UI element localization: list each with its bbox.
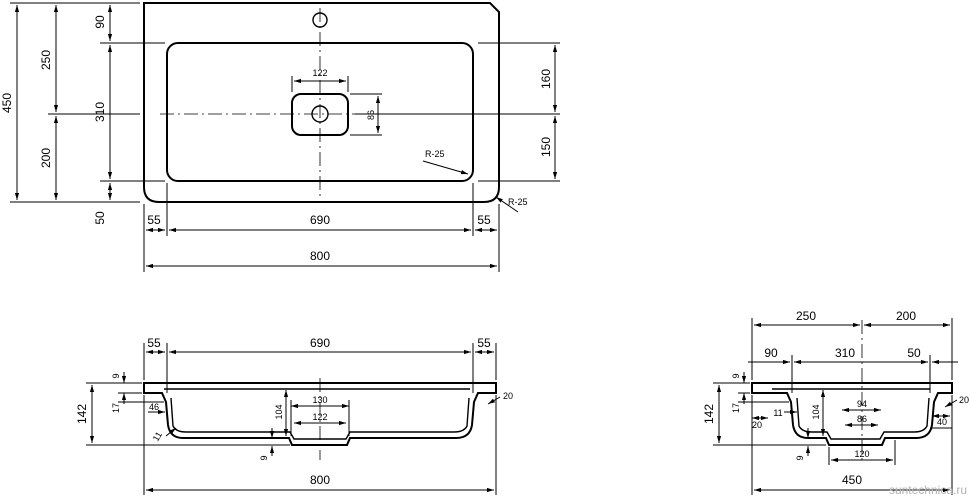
dim-front-9-bottom: 9: [259, 455, 269, 460]
dim-side-17: 17: [731, 403, 741, 413]
side-section-view: 250 200 90 310 50 142 9 17 20 11 9 104 9…: [702, 309, 969, 495]
dim-front-122: 122: [312, 412, 327, 422]
dim-front-46: 46: [149, 402, 159, 412]
dim-front-20: 20: [503, 391, 513, 401]
dim-side-310: 310: [835, 346, 855, 360]
dim-plan-55-right: 55: [477, 213, 491, 227]
dim-side-90: 90: [764, 346, 778, 360]
dim-side-94: 94: [857, 399, 867, 409]
front-section-view: 55 690 55 142 9 17 46 11 9 104 130 122 2…: [75, 336, 513, 495]
dim-front-11: 11: [151, 430, 164, 443]
radius-inner-label: R-25: [425, 149, 445, 159]
dim-front-104: 104: [274, 404, 284, 419]
dim-plan-310: 310: [93, 102, 107, 122]
dim-side-9-top: 9: [731, 373, 741, 378]
plan-view: 450 250 200 90 310 50 160 150 122 86 R-2…: [0, 2, 560, 272]
dim-side-104: 104: [811, 404, 821, 419]
dim-plan-250: 250: [39, 50, 53, 70]
dim-side-86: 86: [857, 414, 867, 424]
dim-plan-drain-86: 86: [366, 110, 376, 120]
dim-side-450: 450: [842, 473, 862, 487]
dim-side-40: 40: [937, 417, 947, 427]
dim-front-800: 800: [310, 473, 330, 487]
dim-plan-200: 200: [39, 148, 53, 168]
dim-front-55-right: 55: [477, 336, 491, 350]
dim-plan-690: 690: [310, 213, 330, 227]
dim-side-200: 200: [896, 309, 916, 323]
dim-front-690: 690: [310, 336, 330, 350]
side-section-profile: [751, 382, 953, 446]
dim-plan-450: 450: [0, 93, 14, 113]
dim-side-142: 142: [702, 404, 716, 424]
front-section-profile: [143, 382, 497, 446]
dim-front-130: 130: [312, 395, 327, 405]
radius-outer-leader: [495, 196, 519, 213]
side-section-inner: [772, 388, 930, 440]
dim-front-55-left: 55: [147, 336, 161, 350]
dim-side-250: 250: [796, 309, 816, 323]
dim-plan-90: 90: [93, 15, 107, 29]
dim-side-11: 11: [773, 408, 782, 418]
plan-outer-outline: [143, 2, 500, 203]
dim-front-9-top: 9: [111, 373, 121, 378]
dim-plan-55-left: 55: [147, 213, 161, 227]
watermark: suntechnica.ru: [889, 483, 967, 497]
dim-plan-160: 160: [539, 69, 553, 89]
radius-outer-label: R-25: [508, 197, 528, 207]
dim-plan-drain-122: 122: [312, 68, 327, 78]
radius-inner-leader: [422, 160, 469, 175]
dim-plan-800: 800: [310, 249, 330, 263]
dim-side-20-right: 20: [959, 395, 969, 405]
dim-side-120: 120: [854, 449, 869, 459]
dim-front-17: 17: [111, 403, 121, 413]
dim-side-50: 50: [907, 346, 921, 360]
dim-side-20-left: 20: [752, 420, 762, 430]
dim-plan-50: 50: [93, 211, 107, 225]
dim-plan-150: 150: [539, 137, 553, 157]
dim-front-142: 142: [75, 404, 89, 424]
dim-side-9-bottom: 9: [795, 455, 805, 460]
